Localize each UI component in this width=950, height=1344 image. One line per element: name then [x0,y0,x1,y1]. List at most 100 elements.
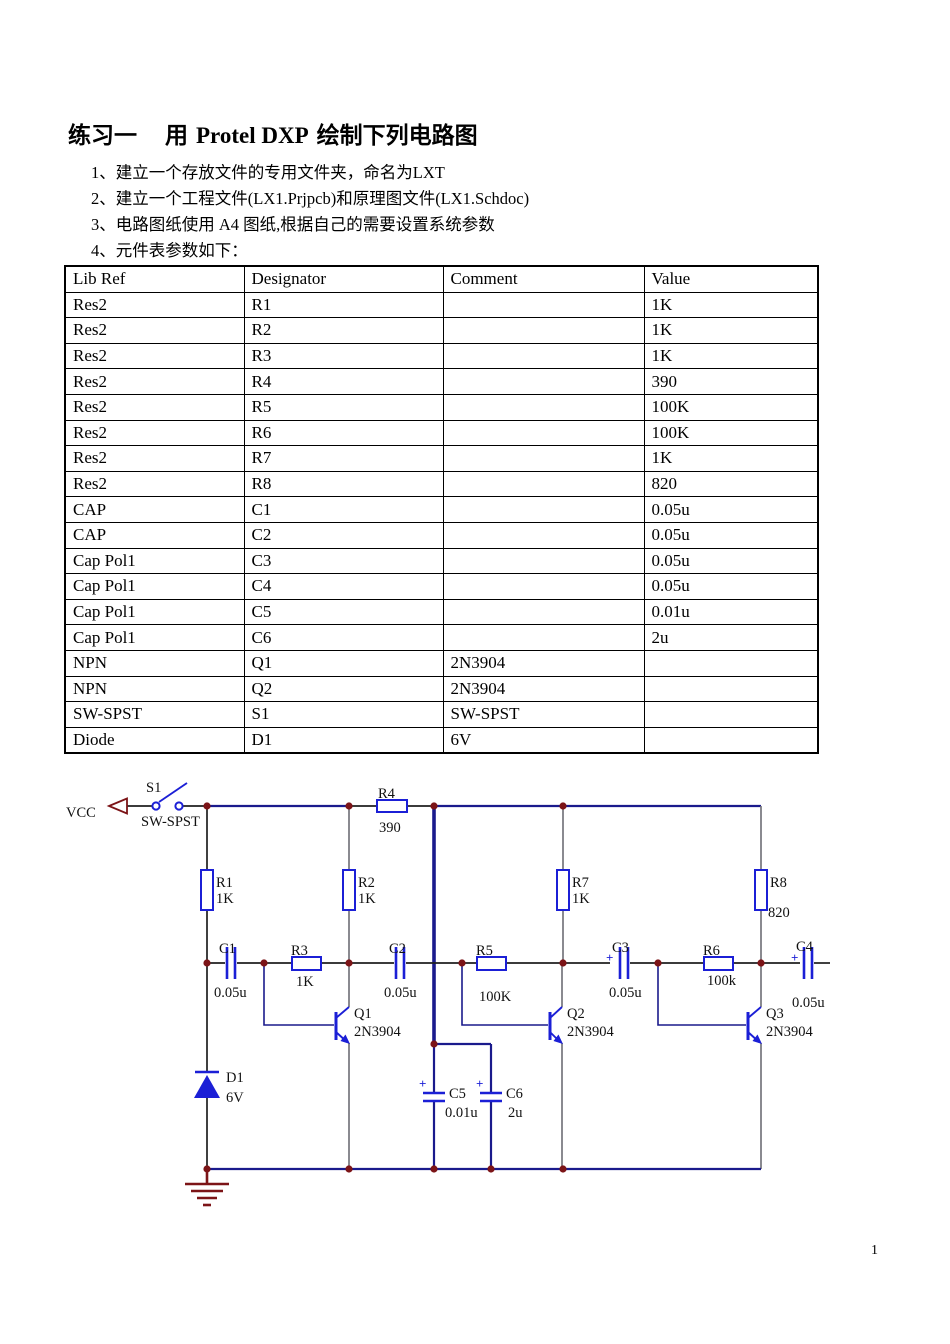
table-cell [442,317,645,344]
table-cell [442,291,645,319]
title-zh-use: 用 [165,123,188,148]
table-cell: CAP [64,521,245,549]
table-cell: 0.05u [643,573,819,600]
label-r1-ref: R1 [216,875,233,891]
table-cell [442,368,645,395]
title-protel-dxp: Protel DXP [196,123,309,148]
table-cell [442,598,645,626]
circuit-schematic: VCC S1 SW-SPST R1 1K R2 1K R7 1K R8 [66,780,830,1207]
transistor-q2: Q2 2N3904 [548,1006,614,1044]
capacitor-c6: + C6 2u [476,1076,523,1121]
capacitor-c5: + C5 0.01u [419,1076,478,1121]
table-cell [442,470,645,498]
table-cell: CAP [64,496,245,523]
table-cell: 2N3904 [442,649,645,677]
label-q1-ref: Q1 [354,1006,372,1022]
title-zh-rest: 绘制下列电路图 [316,123,478,148]
label-c5-ref: C5 [449,1086,466,1102]
table-cell: NPN [64,649,245,677]
table-cell: Res2 [64,368,245,395]
instruction-item: 4、元件表参数如下： [91,241,248,260]
table-cell [643,649,819,677]
label-r7-value: 1K [572,891,590,907]
label-c4-value: 0.05u [792,995,825,1011]
table-cell: Cap Pol1 [64,624,245,651]
table-cell [643,726,819,754]
label-r3-value: 1K [296,974,314,990]
capacitor-c4: + C4 0.05u [791,939,825,1011]
label-r4-value: 390 [379,820,401,836]
vcc-arrow-icon [106,797,128,815]
table-cell: D1 [243,726,444,754]
label-c2-ref: C2 [389,941,406,957]
switch-s1: S1 SW-SPST [141,780,200,830]
table-cell: 2u [643,624,819,651]
table-cell: Cap Pol1 [64,547,245,575]
diode-d1: D1 6V [194,1070,244,1106]
table-cell [442,521,645,549]
label-r8-value: 820 [768,905,790,921]
label-c6-ref: C6 [506,1086,523,1102]
capacitor-c2: C2 0.05u [384,941,417,1001]
table-cell: R5 [243,393,444,421]
label-q3-ref: Q3 [766,1006,784,1022]
resistor-r3: R3 1K [291,943,322,990]
table-cell: NPN [64,675,245,703]
label-s1-ref: S1 [146,780,161,796]
instruction-item: 2、建立一个工程文件(LX1.Prjpcb)和原理图文件(LX1.Schdoc) [91,189,530,208]
table-cell [442,419,645,447]
table-cell: C6 [243,624,444,651]
transistor-q1: Q1 2N3904 [334,1006,401,1044]
table-cell [442,624,645,651]
label-r2-value: 1K [358,891,376,907]
c6-polarity-plus-icon: + [476,1076,483,1091]
table-cell: Res2 [64,317,245,344]
q2-emitter-arrow-icon [553,1034,563,1044]
capacitor-c3: + C3 0.05u [606,940,642,1001]
table-cell: R7 [243,445,444,472]
label-c6-value: 2u [508,1105,523,1121]
table-cell [442,342,645,370]
c5-polarity-plus-icon: + [419,1076,426,1091]
resistor-r1: R1 1K [200,869,234,911]
table-cell: Res2 [64,445,245,472]
resistor-r6: R6 100k [703,943,737,989]
table-cell: R1 [243,291,444,319]
table-cell: Cap Pol1 [64,573,245,600]
table-cell [442,547,645,575]
table-cell [643,701,819,728]
table-cell: 1K [643,291,819,319]
label-r4-ref: R4 [378,786,396,802]
label-r1-value: 1K [216,891,234,907]
label-s1-comment: SW-SPST [141,814,200,830]
resistor-r7: R7 1K [556,869,590,911]
table-cell: C3 [243,547,444,575]
table-cell [442,445,645,472]
table-cell: Res2 [64,291,245,319]
table-cell: 100K [643,393,819,421]
q3-emitter-arrow-icon [752,1034,762,1044]
table-cell: Q2 [243,675,444,703]
label-r2-ref: R2 [358,875,375,891]
table-cell: 820 [643,470,819,498]
c3-polarity-plus-icon: + [606,950,613,965]
table-cell: SW-SPST [442,701,645,728]
table-cell: 1K [643,317,819,344]
label-q2-ref: Q2 [567,1006,585,1022]
table-cell: C1 [243,496,444,523]
label-r7-ref: R7 [572,875,589,891]
